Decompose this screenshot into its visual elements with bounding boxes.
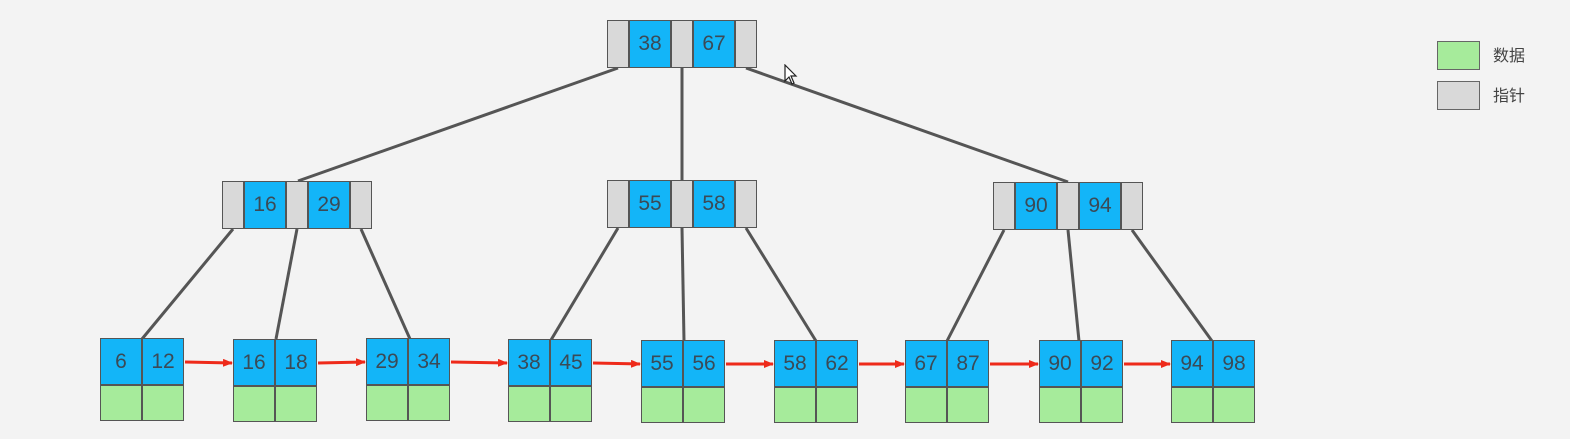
leaf-node-1-data-1 (142, 385, 184, 421)
internal-node-3-pointer-1 (1057, 182, 1079, 230)
leaf-node-3-data-1 (408, 385, 450, 421)
edge-internal-to-leaf-2 (274, 228, 299, 340)
internal-node-2-pointer-0 (607, 180, 629, 228)
leaf-node-3-data-0 (366, 385, 408, 421)
internal-node-1-pointer-0 (222, 181, 244, 229)
leaf-node-7-key-1: 87 (947, 340, 989, 387)
leaf-node-1-key-0: 6 (100, 338, 142, 385)
internal-node-2-key-1: 58 (693, 180, 735, 228)
leaf-node-2-data-1 (275, 386, 317, 422)
leaf-node-5-key-1: 56 (683, 340, 725, 387)
edge-root-to-node-3 (745, 66, 1069, 184)
leaf-link-arrow-4 (592, 359, 641, 368)
leaf-node-7-data-0 (905, 387, 947, 423)
edge-internal-to-leaf-6 (744, 227, 818, 342)
edge-internal-to-leaf-9 (1130, 229, 1214, 342)
root-node-pointer-0 (607, 20, 629, 68)
leaf-node-6-data-0 (774, 387, 816, 423)
legend-pointer-label: 指针 (1493, 86, 1526, 105)
edge-root-to-node-1 (297, 66, 619, 183)
internal-node-2-pointer-2 (735, 180, 757, 228)
edge-internal-to-leaf-3 (359, 228, 412, 340)
leaf-node-2-key-0: 16 (233, 339, 275, 386)
leaf-node-1-key-1: 12 (142, 338, 184, 385)
internal-node-3-key-0: 90 (1015, 182, 1057, 230)
legend-data-swatch (1437, 41, 1480, 70)
internal-node-3-key-1: 94 (1079, 182, 1121, 230)
internal-node-1-key-1: 29 (308, 181, 350, 229)
leaf-node-8-data-1 (1081, 387, 1123, 423)
leaf-node-9-key-0: 94 (1171, 340, 1213, 387)
leaf-node-8-key-0: 90 (1039, 340, 1081, 387)
leaf-node-9-data-1 (1213, 387, 1255, 423)
leaf-node-5-data-1 (683, 387, 725, 423)
leaf-node-1-data-0 (100, 385, 142, 421)
root-node-pointer-2 (735, 20, 757, 68)
internal-node-1-pointer-2 (350, 181, 372, 229)
internal-node-1-key-0: 16 (244, 181, 286, 229)
leaf-node-3-key-1: 34 (408, 338, 450, 385)
internal-node-2-key-0: 55 (629, 180, 671, 228)
root-node-key-0: 38 (629, 20, 671, 68)
internal-node-3-pointer-0 (993, 182, 1015, 230)
edge-internal-to-leaf-5 (680, 227, 686, 342)
leaf-node-7-data-1 (947, 387, 989, 423)
mouse-cursor-icon (784, 64, 798, 85)
leaf-node-6-key-1: 62 (816, 340, 858, 387)
edge-internal-to-leaf-7 (945, 229, 1006, 342)
leaf-node-9-data-0 (1171, 387, 1213, 423)
edge-internal-to-leaf-4 (549, 227, 620, 341)
leaf-node-5-data-0 (641, 387, 683, 423)
legend-data-label: 数据 (1493, 46, 1526, 65)
leaf-node-4-key-0: 38 (508, 339, 550, 386)
leaf-node-6-data-1 (816, 387, 858, 423)
leaf-node-8-key-1: 92 (1081, 340, 1123, 387)
leaf-node-7-key-0: 67 (905, 340, 947, 387)
leaf-node-9-key-1: 98 (1213, 340, 1255, 387)
root-node-key-1: 67 (693, 20, 735, 68)
leaf-node-5-key-0: 55 (641, 340, 683, 387)
internal-node-2-pointer-1 (671, 180, 693, 228)
leaf-link-arrow-2 (317, 358, 366, 367)
leaf-node-2-key-1: 18 (275, 339, 317, 386)
internal-node-3-pointer-2 (1121, 182, 1143, 230)
leaf-link-arrow-3 (450, 358, 508, 367)
leaf-node-6-key-0: 58 (774, 340, 816, 387)
leaf-node-3-key-0: 29 (366, 338, 408, 385)
edge-internal-to-leaf-1 (140, 228, 235, 340)
leaf-node-8-data-0 (1039, 387, 1081, 423)
root-node-pointer-1 (671, 20, 693, 68)
edge-internal-to-leaf-8 (1066, 229, 1081, 342)
internal-node-1-pointer-1 (286, 181, 308, 229)
leaf-node-4-data-1 (550, 386, 592, 422)
leaf-node-2-data-0 (233, 386, 275, 422)
leaf-node-4-data-0 (508, 386, 550, 422)
leaf-link-arrow-1 (184, 358, 233, 367)
leaf-node-4-key-1: 45 (550, 339, 592, 386)
legend-pointer-swatch (1437, 81, 1480, 110)
